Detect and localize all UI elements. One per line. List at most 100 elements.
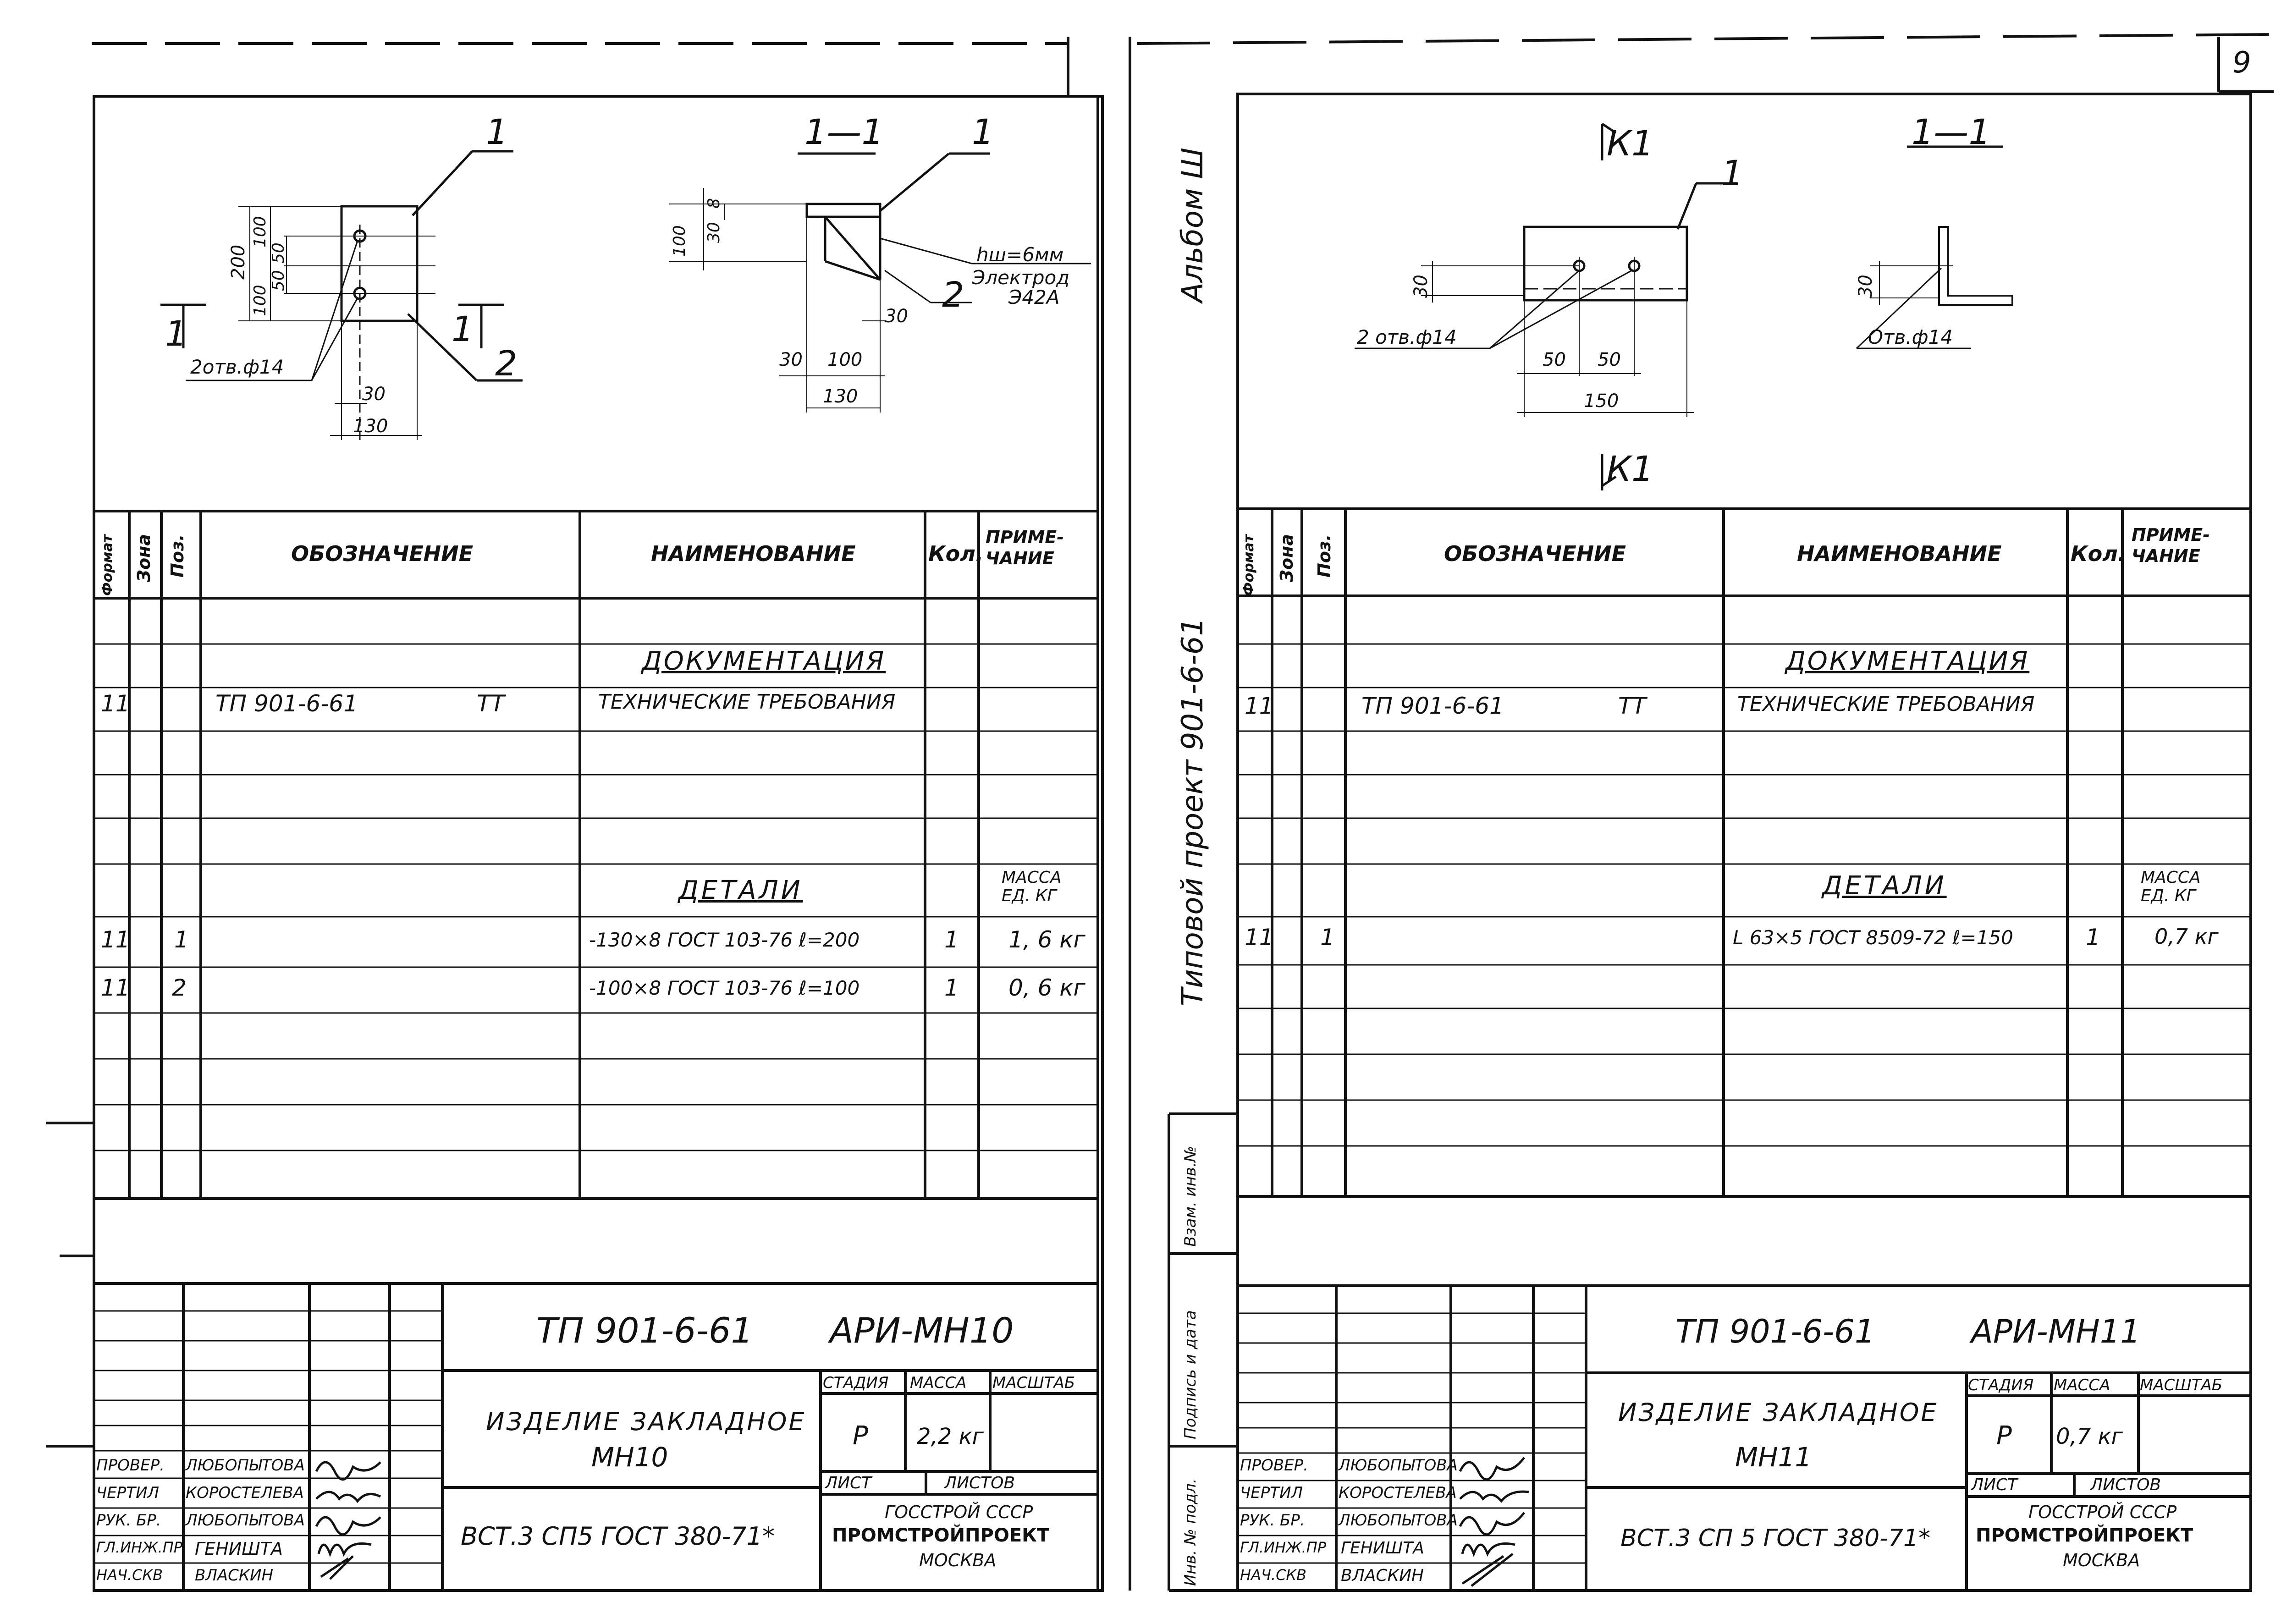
tb-sheet-code: АРИ-МН10 [830, 1310, 1014, 1351]
section-title-right: 1—1 [1912, 111, 1991, 152]
r-tb-org3: Москва [2063, 1550, 2140, 1570]
tb-name-3: Геништа [195, 1539, 283, 1559]
tb-stadia: Р [853, 1421, 868, 1451]
r-tb-name-1: Коростелева [1339, 1484, 1457, 1502]
tb-listov-label: Листов [944, 1474, 1015, 1492]
r-tb-sheet-code: АРИ-МН11 [1971, 1313, 2141, 1350]
tb-role-4: Нач.скв [96, 1566, 163, 1584]
r-col-oboz: Обозначение [1444, 541, 1626, 566]
doc-section: Документация [642, 646, 886, 676]
r-tb-org2: ПРОМСТРОЙПРОЕКТ [1976, 1525, 2193, 1546]
electrode-label: Электрод [972, 266, 1070, 289]
tb-name-1: Коростелева [186, 1484, 304, 1502]
plan-leader-1: 1 [486, 111, 508, 152]
right-dim-50a: 50 [1543, 349, 1566, 370]
r-tb-role-1: Чертил [1240, 1484, 1303, 1502]
tb-massa-label: Масса [910, 1374, 967, 1392]
r-doc-naim: Технические требования [1737, 693, 2035, 716]
r-p1-kol: 1 [2086, 924, 2100, 951]
r-tb-stadia-label: Стадия [1968, 1376, 2034, 1394]
col-oboz: Обозначение [291, 541, 474, 566]
r-mass-label: Масса ед. кг [2141, 868, 2201, 905]
tb-role-0: Провер. [96, 1456, 165, 1475]
p2-format: 11 [101, 974, 130, 1001]
r-tb-role-4: Нач.скв [1240, 1566, 1307, 1584]
doc-tt: ТТ [477, 690, 505, 717]
r-p1-poz: 1 [1320, 924, 1335, 951]
k-top: К1 [1607, 123, 1654, 164]
tb-org1: Госстрой СССР [885, 1502, 1033, 1522]
r-p1-format: 11 [1245, 924, 1274, 951]
col-kol: Кол. [928, 541, 984, 566]
p1-format: 11 [101, 926, 130, 953]
tb-masshtab-label: Масштаб [992, 1374, 1075, 1392]
doc-format: 11 [101, 690, 130, 717]
right-dim-150: 150 [1584, 391, 1619, 412]
plan-leader-1-right: 1 [1721, 153, 1744, 193]
tb-name-4: Власкин [195, 1566, 274, 1585]
col-prim: Приме-чание [986, 527, 1064, 568]
section-mark-right: 1 [452, 308, 474, 349]
r-tb-name-4: Власкин [1341, 1566, 1424, 1585]
r-doc-tt: ТТ [1618, 693, 1647, 719]
p2-naim: -100×8 ГОСТ 103-76 ℓ=100 [589, 977, 860, 999]
r-p1-mass: 0,7 кг [2154, 924, 2219, 949]
sdim-30b: 30 [885, 306, 908, 327]
tb-org2: ПРОМСТРОЙПРОЕКТ [832, 1525, 1050, 1546]
right-dim-50b: 50 [1598, 349, 1621, 370]
p1-naim: -130×8 ГОСТ 103-76 ℓ=200 [589, 929, 860, 951]
doc-oboz: ТП 901-6-61 [215, 690, 358, 717]
r-doc-format: 11 [1245, 693, 1274, 719]
r-doc-section: Документация [1785, 646, 2030, 676]
r-tb-name-0: Любопытова [1339, 1456, 1458, 1475]
right-hole-single: Отв.ф14 [1868, 326, 1953, 348]
r-tb-role-2: Рук. бр. [1240, 1511, 1305, 1530]
p2-mass: 0, 6 кг [1008, 974, 1085, 1001]
dim-30: 30 [362, 384, 386, 405]
dim-130: 130 [353, 416, 388, 437]
tb-material: ВСт.3 сп5 ГОСТ 380-71* [461, 1522, 775, 1551]
r-tb-name-2: Любопытова [1339, 1511, 1458, 1530]
section-title: 1—1 [804, 111, 884, 152]
r-tb-masshtab-label: Масштаб [2140, 1376, 2223, 1394]
right-holes: 2 отв.ф14 [1357, 326, 1457, 348]
p1-mass: 1, 6 кг [1008, 926, 1085, 953]
r-col-kol: Кол. [2071, 541, 2126, 566]
mass-label: Масса ед. кг [1002, 868, 1062, 905]
p2-kol: 1 [944, 974, 959, 1001]
r-col-prim: Приме-чание [2132, 525, 2210, 566]
tb-massa: 2,2 кг [917, 1424, 984, 1449]
tb-doc-code: ТП 901-6-61 [536, 1310, 753, 1351]
plan-leader-2: 2 [495, 343, 518, 384]
tb-role-2: Рук. бр. [96, 1511, 161, 1530]
tb-org3: Москва [919, 1550, 997, 1570]
r-tb-listov-label: Листов [2090, 1475, 2161, 1494]
doc-naim: Технические требования [598, 690, 896, 714]
holes-label: 2отв.ф14 [190, 356, 284, 378]
tb-role-1: Чертил [96, 1484, 160, 1502]
p1-poz: 1 [174, 926, 189, 953]
r-det-section: Детали [1822, 871, 1947, 901]
r-tb-doc-code: ТП 901-6-61 [1675, 1313, 1875, 1350]
r-doc-oboz: ТП 901-6-61 [1361, 693, 1504, 719]
section-leader-2: 2 [942, 274, 964, 315]
sdim-30c: 30 [779, 349, 803, 370]
col-naim: Наименование [651, 541, 856, 566]
r-tb-stadia: Р [1996, 1421, 2012, 1451]
r-tb-name1: Изделие закладное [1618, 1398, 1939, 1427]
section-mark-left: 1 [165, 313, 187, 354]
det-section: Детали [678, 875, 803, 905]
r-col-naim: Наименование [1797, 541, 2002, 566]
weld-size: hш=6мм [976, 243, 1064, 266]
sdim-100b: 100 [827, 349, 863, 370]
page-number: 9 [2232, 46, 2251, 80]
tb-name-2: Любопытова [186, 1511, 305, 1530]
sdim-130: 130 [823, 386, 858, 407]
section-leader-1: 1 [972, 111, 994, 152]
r-p1-naim: L 63×5 ГОСТ 8509-72 ℓ=150 [1733, 926, 2013, 949]
electrode-type: Э42А [1008, 286, 1060, 308]
r-tb-massa-label: Масса [2054, 1376, 2110, 1394]
tb-name-0: Любопытова [186, 1456, 305, 1475]
